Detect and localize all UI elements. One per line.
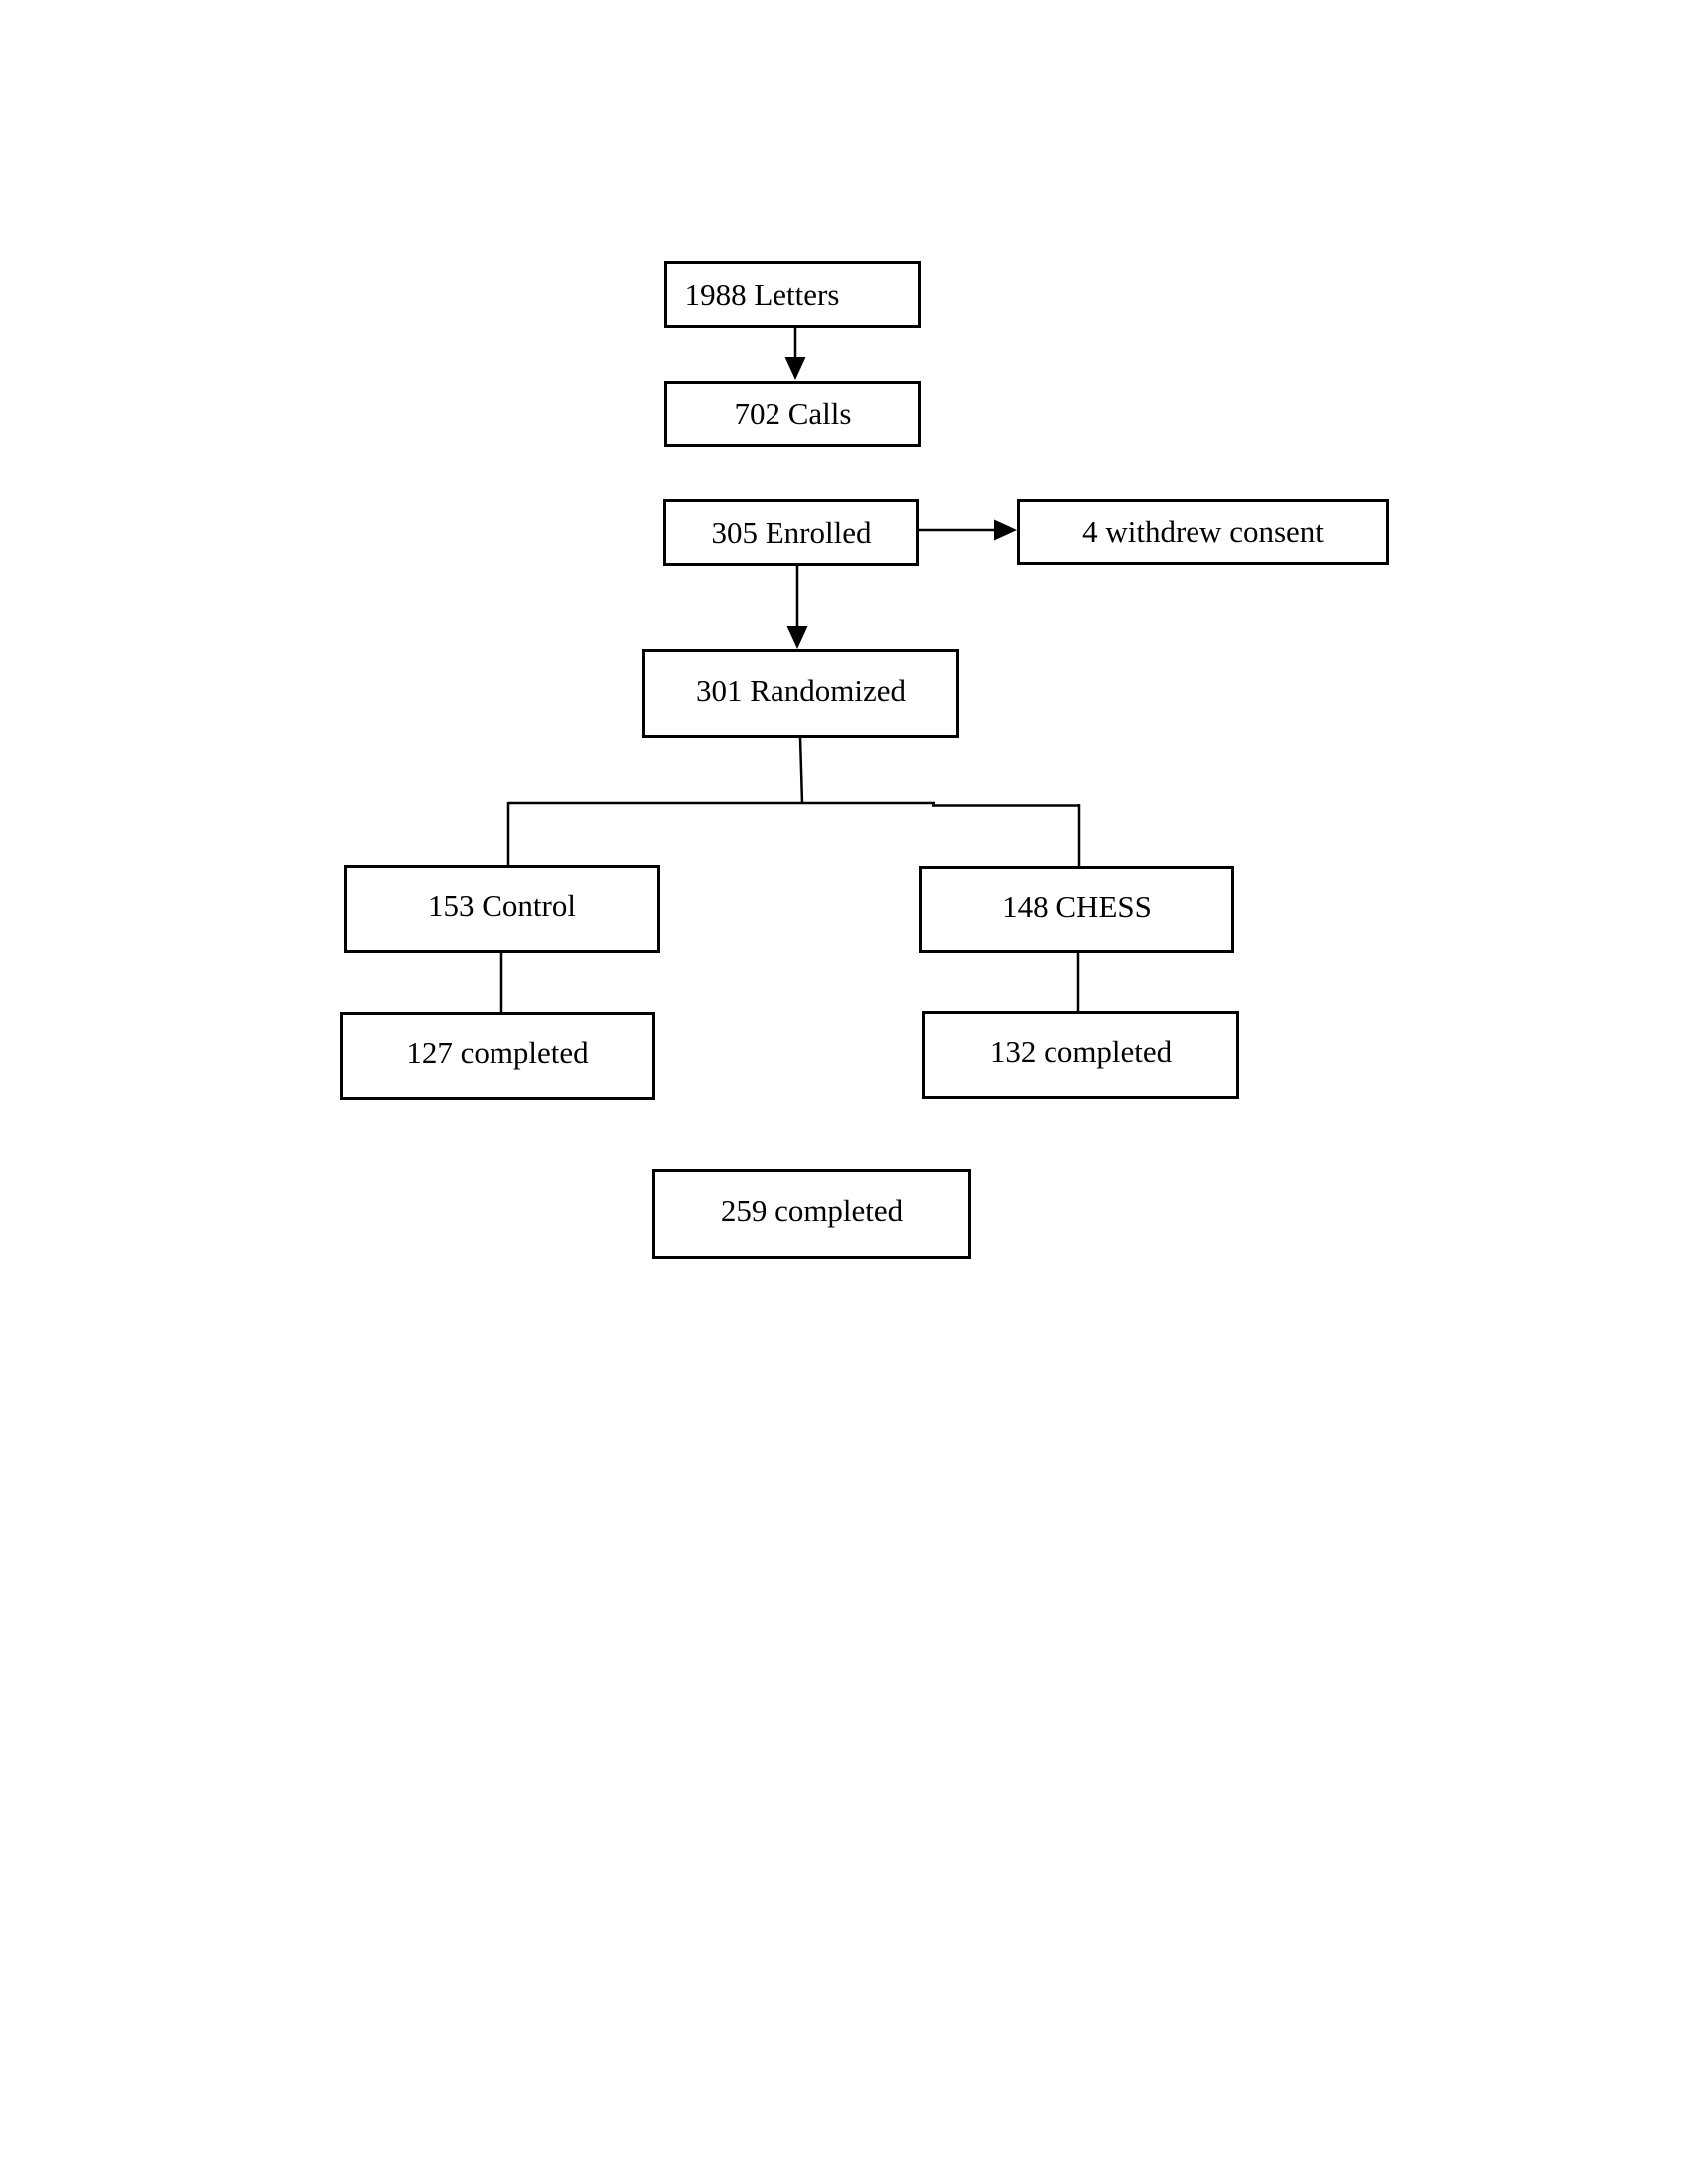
- flow-box-enrolled: 305 Enrolled: [663, 499, 919, 566]
- arrow-letters-to-calls-icon: [784, 328, 806, 380]
- flow-box-chess: 148 CHESS: [919, 866, 1234, 953]
- flow-box-randomized: 301 Randomized: [642, 649, 959, 738]
- flow-box-control-completed: 127 completed: [340, 1012, 655, 1100]
- branch-randomized-split: [506, 737, 1081, 866]
- flow-box-calls: 702 Calls: [664, 381, 921, 447]
- flow-box-overall-completed: 259 completed: [652, 1169, 971, 1259]
- flow-box-withdrew-consent: 4 withdrew consent: [1017, 499, 1389, 565]
- flow-box-control: 153 Control: [344, 865, 660, 953]
- flow-box-letters: 1988 Letters: [664, 261, 921, 328]
- arrow-enrolled-to-randomized-icon: [786, 566, 808, 649]
- flow-box-chess-completed: 132 completed: [922, 1011, 1239, 1099]
- arrow-enrolled-to-withdrew-icon: [919, 519, 1017, 541]
